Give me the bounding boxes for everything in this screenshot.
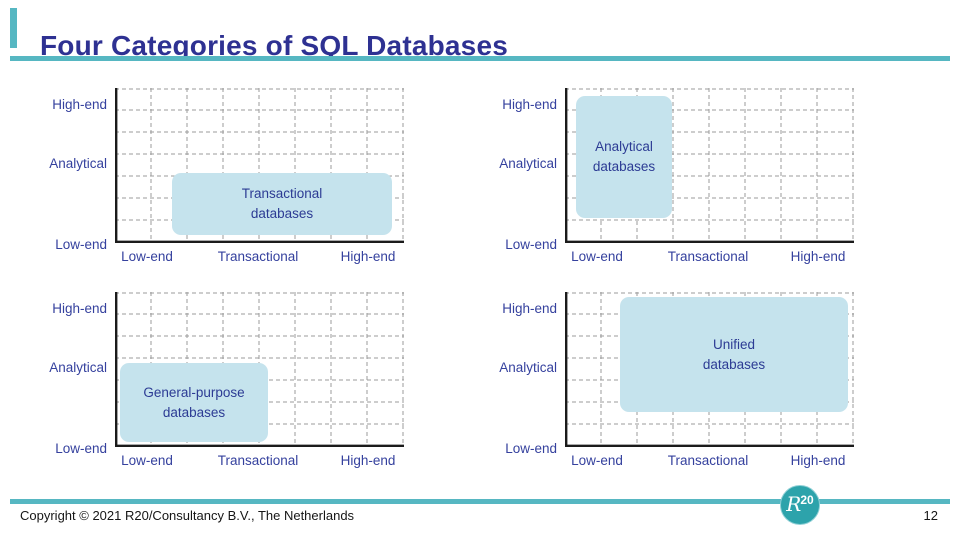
copyright-text: Copyright © 2021 R20/Consultancy B.V., T…	[20, 508, 355, 523]
x-tick-low-end: Low-end	[121, 453, 173, 468]
x-tick-low-end: Low-end	[571, 249, 623, 264]
title-underline	[10, 56, 950, 61]
category-box-transactional-databases: Transactional databases	[172, 173, 392, 235]
y-tick-high-end: High-end	[502, 301, 557, 316]
title-accent-bar	[10, 8, 17, 48]
y-tick-low-end: Low-end	[55, 441, 107, 456]
y-tick-analytical: Analytical	[49, 360, 107, 375]
logo-r-letter: R	[786, 492, 802, 516]
x-tick-high-end: High-end	[340, 249, 396, 264]
x-tick-transactional: Transactional	[667, 453, 749, 468]
x-tick-low-end: Low-end	[571, 453, 623, 468]
page-number: 12	[923, 508, 938, 523]
x-tick-high-end: High-end	[340, 453, 396, 468]
logo-20-superscript: 20	[800, 492, 814, 507]
plot-area: Transactional databases	[115, 88, 404, 244]
quadrant-chart-unified: High-end Analytical Low-end Unified data…	[465, 292, 885, 482]
plot-area: General-purpose databases	[115, 292, 404, 448]
plot-area: Analytical databases	[565, 88, 854, 244]
y-tick-high-end: High-end	[52, 301, 107, 316]
r20-logo: R 20	[780, 485, 820, 525]
category-box-analytical-databases: Analytical databases	[576, 96, 672, 218]
y-tick-high-end: High-end	[52, 97, 107, 112]
y-tick-analytical: Analytical	[49, 156, 107, 171]
footer-rule	[10, 499, 950, 504]
y-tick-low-end: Low-end	[55, 237, 107, 252]
quadrant-chart-analytical: High-end Analytical Low-end Analytical d…	[465, 88, 885, 278]
x-tick-transactional: Transactional	[217, 453, 299, 468]
x-tick-high-end: High-end	[790, 249, 846, 264]
y-tick-low-end: Low-end	[505, 441, 557, 456]
category-box-general-purpose-databases: General-purpose databases	[120, 363, 268, 442]
x-tick-high-end: High-end	[790, 453, 846, 468]
y-tick-high-end: High-end	[502, 97, 557, 112]
x-tick-transactional: Transactional	[217, 249, 299, 264]
quadrant-chart-general-purpose: High-end Analytical Low-end General-purp…	[15, 292, 435, 482]
x-tick-low-end: Low-end	[121, 249, 173, 264]
page-title: Four Categories of SQL Databases	[40, 29, 509, 61]
category-box-unified-databases: Unified databases	[620, 297, 848, 412]
y-tick-low-end: Low-end	[505, 237, 557, 252]
quadrant-chart-transactional: High-end Analytical Low-end Transactiona…	[15, 88, 435, 278]
y-tick-analytical: Analytical	[499, 156, 557, 171]
y-tick-analytical: Analytical	[499, 360, 557, 375]
plot-area: Unified databases	[565, 292, 854, 448]
x-tick-transactional: Transactional	[667, 249, 749, 264]
